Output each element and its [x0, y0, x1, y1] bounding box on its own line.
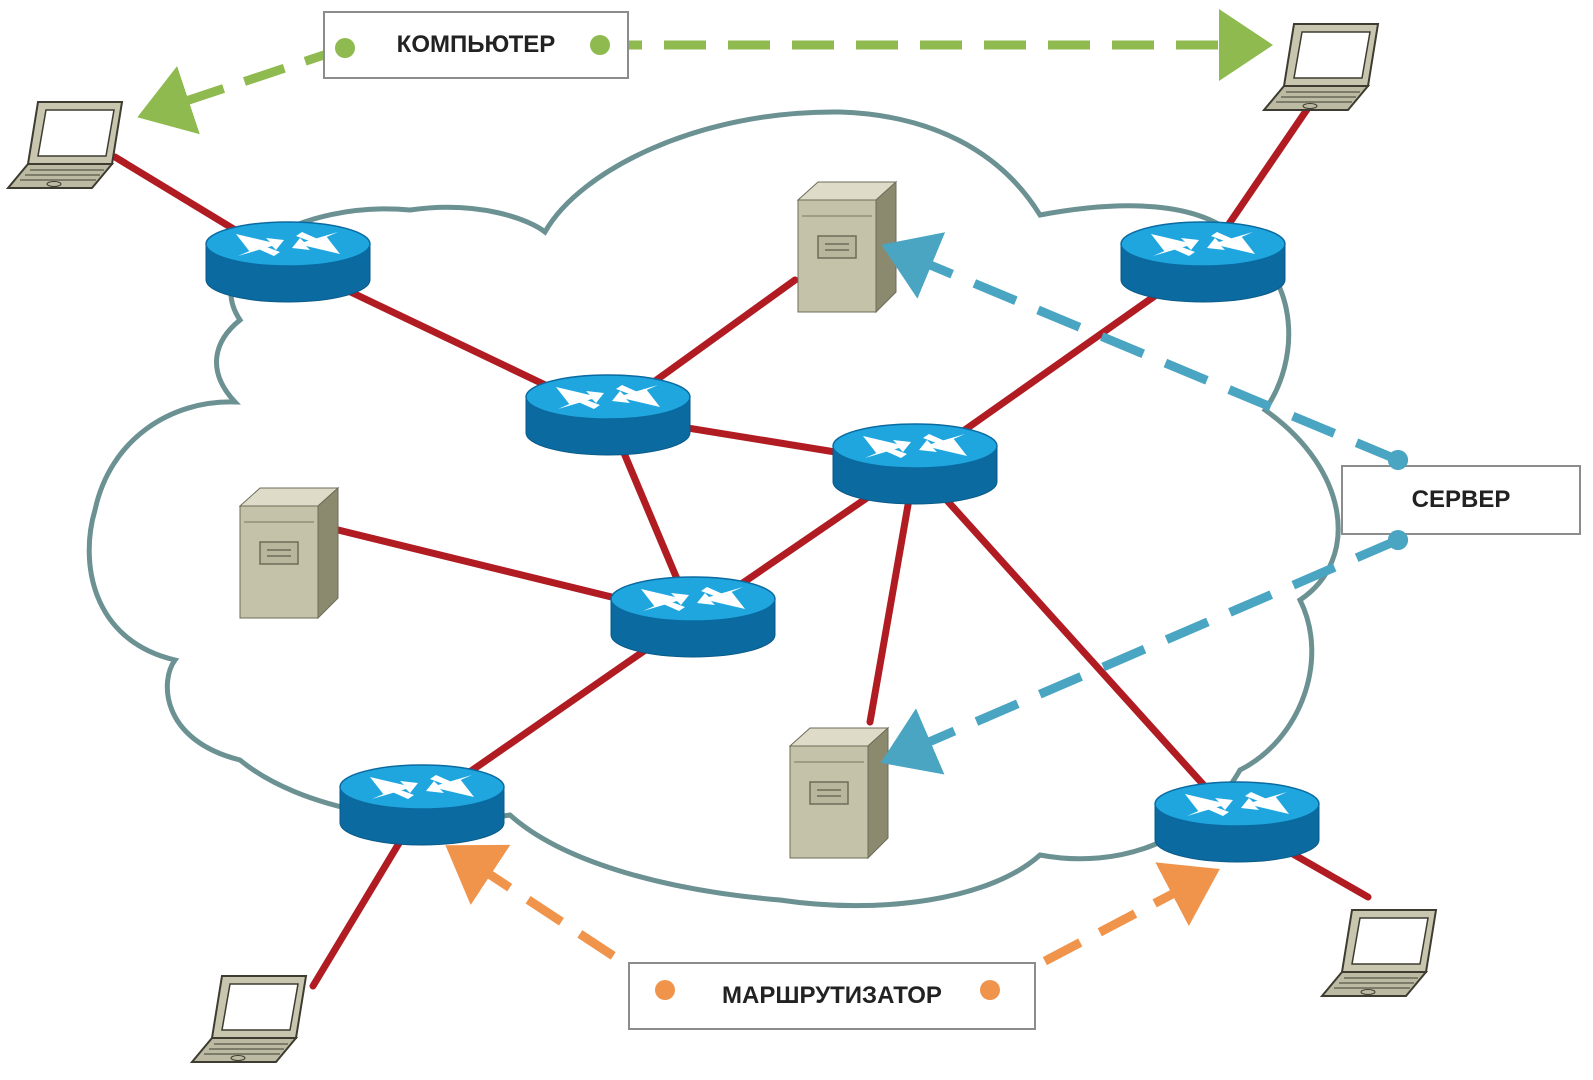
server-icon [797, 181, 897, 313]
link [866, 461, 919, 726]
laptop-icon [1321, 909, 1437, 997]
label-router: МАРШРУТИЗАТОР [628, 962, 1036, 1030]
label-server: СЕРВЕР [1341, 465, 1581, 535]
label-server-text: СЕРВЕР [1411, 486, 1511, 513]
router-icon [610, 576, 776, 658]
laptop-icon [1263, 23, 1379, 111]
router-icon [1120, 221, 1286, 303]
server-icon [239, 487, 339, 619]
label-computer-text: КОМПЬЮТЕР [396, 31, 556, 58]
router-icon [525, 374, 691, 456]
label-computer: КОМПЬЮТЕР [323, 11, 629, 79]
computer-arrow [137, 43, 347, 135]
router-icon [339, 764, 505, 846]
laptop-icon [191, 975, 307, 1063]
cloud-shape [86, 109, 1341, 909]
laptop-icon [7, 101, 123, 189]
router-icon [205, 221, 371, 303]
server-arrow [880, 535, 1400, 775]
server-icon [789, 727, 889, 859]
link [911, 461, 1241, 826]
router-icon [832, 423, 998, 505]
router-icon [1154, 781, 1320, 863]
label-router-text: МАРШРУТИЗАТОР [722, 982, 942, 1009]
server-arrow [881, 232, 1400, 465]
